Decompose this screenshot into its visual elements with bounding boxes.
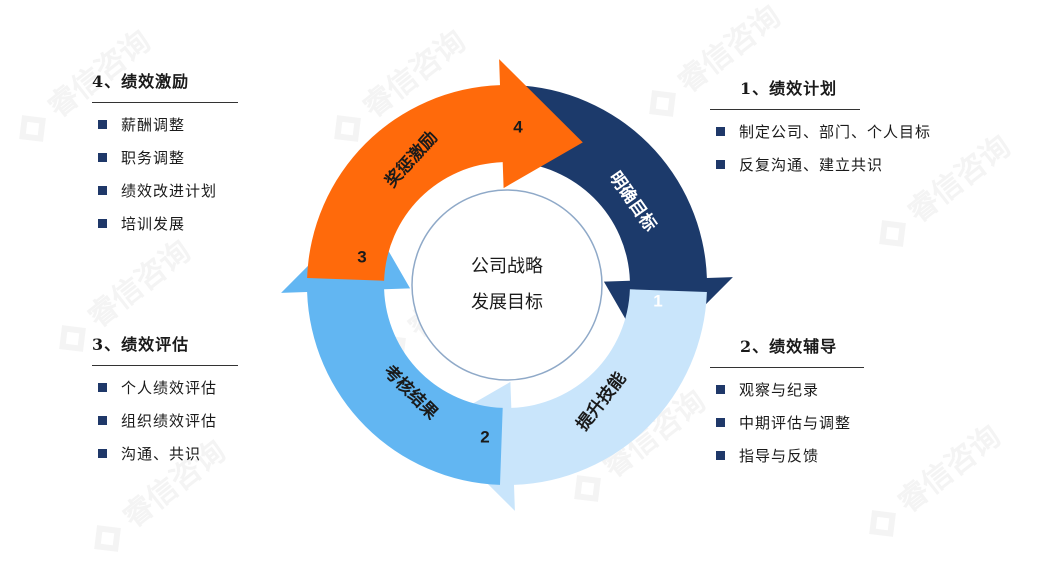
block-title: 2、绩效辅导 — [710, 333, 864, 368]
segment-number: 1 — [653, 291, 662, 310]
square-bullet-icon — [716, 451, 725, 460]
list-item: 组织绩效评估 — [92, 411, 238, 444]
segment-number: 4 — [513, 117, 523, 136]
square-bullet-icon — [716, 418, 725, 427]
square-bullet-icon — [98, 416, 107, 425]
block-assess: 3、绩效评估 个人绩效评估 组织绩效评估 沟通、共识 — [92, 331, 238, 477]
square-bullet-icon — [98, 186, 107, 195]
square-bullet-icon — [716, 385, 725, 394]
square-bullet-icon — [716, 160, 725, 169]
cycle-arrow-4 — [307, 59, 583, 281]
cycle-segments — [281, 59, 733, 511]
list-item: 制定公司、部门、个人目标 — [710, 122, 990, 155]
block-list: 观察与纪录 中期评估与调整 指导与反馈 — [710, 380, 910, 479]
list-item: 薪酬调整 — [92, 115, 238, 148]
block-reward: 4、绩效激励 薪酬调整 职务调整 绩效改进计划 培训发展 — [92, 68, 238, 247]
list-item: 反复沟通、建立共识 — [710, 155, 990, 188]
list-item: 职务调整 — [92, 148, 238, 181]
segment-number: 3 — [357, 247, 366, 266]
block-list: 个人绩效评估 组织绩效评估 沟通、共识 — [92, 378, 238, 477]
list-item: 个人绩效评估 — [92, 378, 238, 411]
block-plan: 1、绩效计划 制定公司、部门、个人目标 反复沟通、建立共识 — [710, 75, 930, 188]
block-title: 4、绩效激励 — [92, 68, 238, 103]
block-title: 3、绩效评估 — [92, 331, 238, 366]
square-bullet-icon — [98, 153, 107, 162]
list-item: 培训发展 — [92, 214, 238, 247]
block-coach: 2、绩效辅导 观察与纪录 中期评估与调整 指导与反馈 — [710, 333, 864, 479]
list-item: 中期评估与调整 — [710, 413, 910, 446]
block-list: 薪酬调整 职务调整 绩效改进计划 培训发展 — [92, 115, 238, 247]
center-ring — [411, 189, 603, 381]
square-bullet-icon — [716, 127, 725, 136]
block-title: 1、绩效计划 — [710, 75, 860, 110]
square-bullet-icon — [98, 120, 107, 129]
list-item: 沟通、共识 — [92, 444, 238, 477]
square-bullet-icon — [98, 383, 107, 392]
square-bullet-icon — [98, 449, 107, 458]
center-text-line1: 公司战略 — [471, 256, 543, 277]
list-item: 观察与纪录 — [710, 380, 910, 413]
block-list: 制定公司、部门、个人目标 反复沟通、建立共识 — [710, 122, 990, 188]
square-bullet-icon — [98, 219, 107, 228]
segment-number: 2 — [480, 427, 489, 446]
list-item: 指导与反馈 — [710, 446, 910, 479]
list-item: 绩效改进计划 — [92, 181, 238, 214]
center-text-line2: 发展目标 — [471, 292, 543, 313]
